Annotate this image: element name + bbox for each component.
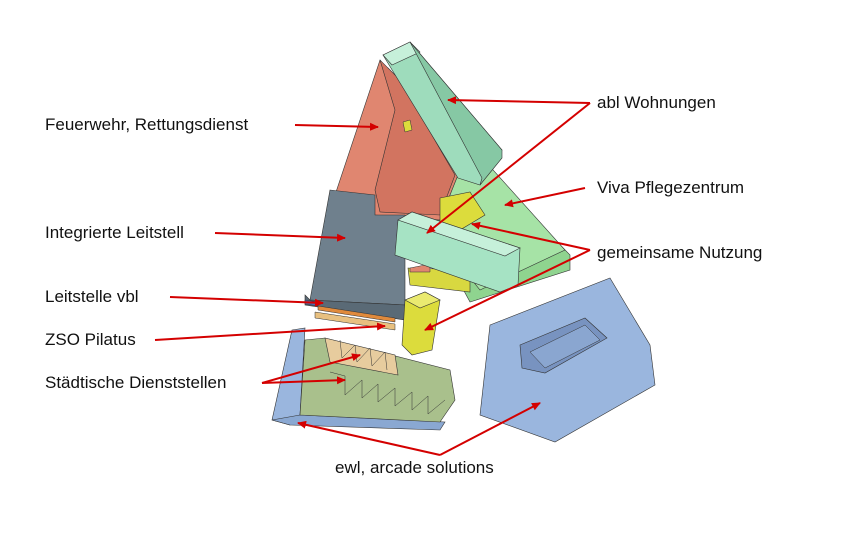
leitstelle-volume — [304, 189, 406, 331]
staedtische-dienststellen-volume — [299, 337, 456, 423]
arrow-viva — [504, 187, 586, 208]
arrow-staedtische-1 — [261, 353, 361, 384]
label-leitstelle-vbl: Leitstelle vbl — [45, 287, 139, 306]
annotation-arrows — [154, 96, 591, 456]
arrow-abl-2 — [426, 102, 591, 234]
arrow-abl-1 — [447, 96, 591, 105]
label-gemeinsame-nutzung: gemeinsame Nutzung — [597, 243, 763, 262]
label-ewl-arcade: ewl, arcade solutions — [335, 458, 494, 477]
arrow-zso — [154, 322, 386, 341]
arrow-ewl-2 — [439, 402, 541, 456]
label-abl-wohnungen: abl Wohnungen — [597, 93, 716, 112]
label-zso-pilatus: ZSO Pilatus — [45, 330, 136, 349]
arrow-staedtische-2 — [261, 376, 346, 385]
arrow-gemeinsam-2 — [424, 249, 591, 331]
label-viva-pflegezentrum: Viva Pflegezentrum — [597, 178, 745, 197]
ewl-right-volume — [479, 277, 656, 443]
arrow-leitstell — [214, 232, 346, 242]
label-feuerwehr: Feuerwehr, Rettungsdienst — [45, 115, 249, 134]
ewl-left-volume — [271, 327, 446, 431]
arrow-ewl-1 — [297, 420, 441, 456]
arrow-feuerwehr — [294, 122, 379, 131]
arrow-leitstelle-vbl — [169, 296, 324, 307]
label-staedtische-dienststellen: Städtische Dienststellen — [45, 373, 227, 392]
abl-wohnungen-volume — [382, 41, 521, 293]
arrow-gemeinsam-1 — [471, 221, 591, 251]
label-integrierte-leitstell: Integrierte Leitstell — [45, 223, 184, 242]
